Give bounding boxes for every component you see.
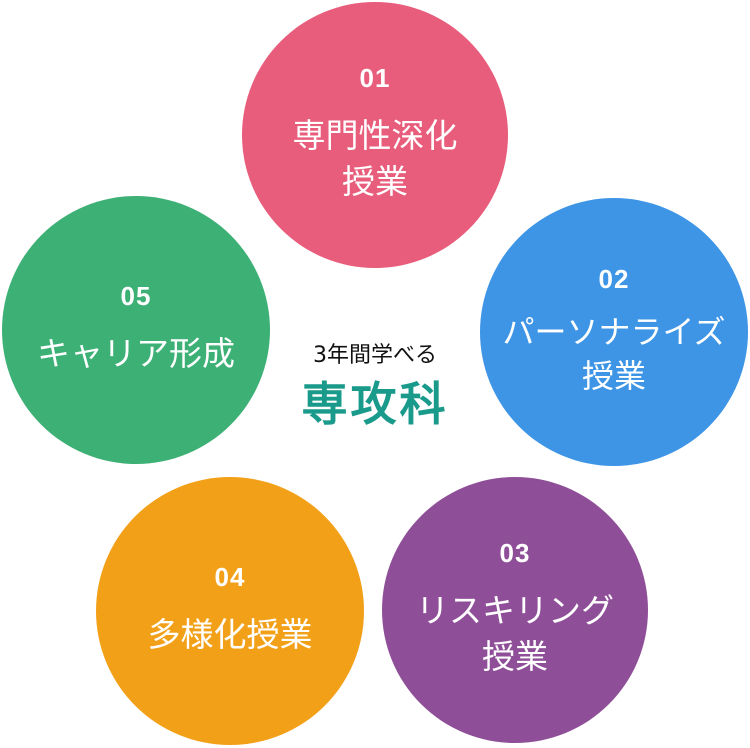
circle-label-line: パーソナライズ [502,312,726,351]
circle-05-career: 05 キャリア形成 [2,196,270,464]
circle-03-reskilling: 03 リスキリング 授業 [382,477,648,743]
circle-label-line: 多様化授業 [147,615,313,655]
center-caption: 3年間学べる 専攻科 [255,343,495,431]
circle-number: 02 [598,263,630,294]
circle-label-line: 授業 [482,637,548,676]
circle-label-line: キャリア形成 [37,334,235,374]
circle-number: 03 [499,538,531,569]
circle-number: 01 [359,63,391,94]
circle-04-diversified: 04 多様化授業 [96,477,364,745]
circle-02-personalized: 02 パーソナライズ 授業 [480,198,748,466]
center-subtitle: 3年間学べる [313,343,437,368]
circle-01-specialization: 01 専門性深化 授業 [242,2,508,268]
center-title: 専攻科 [301,377,449,431]
circle-label-line: 専門性深化 [292,116,458,156]
circle-label-line: リスキリング [416,591,614,631]
circle-number: 05 [120,281,152,312]
circle-label-line: 授業 [581,357,646,395]
circle-number: 04 [214,562,246,593]
circle-label-line: 授業 [342,162,408,201]
